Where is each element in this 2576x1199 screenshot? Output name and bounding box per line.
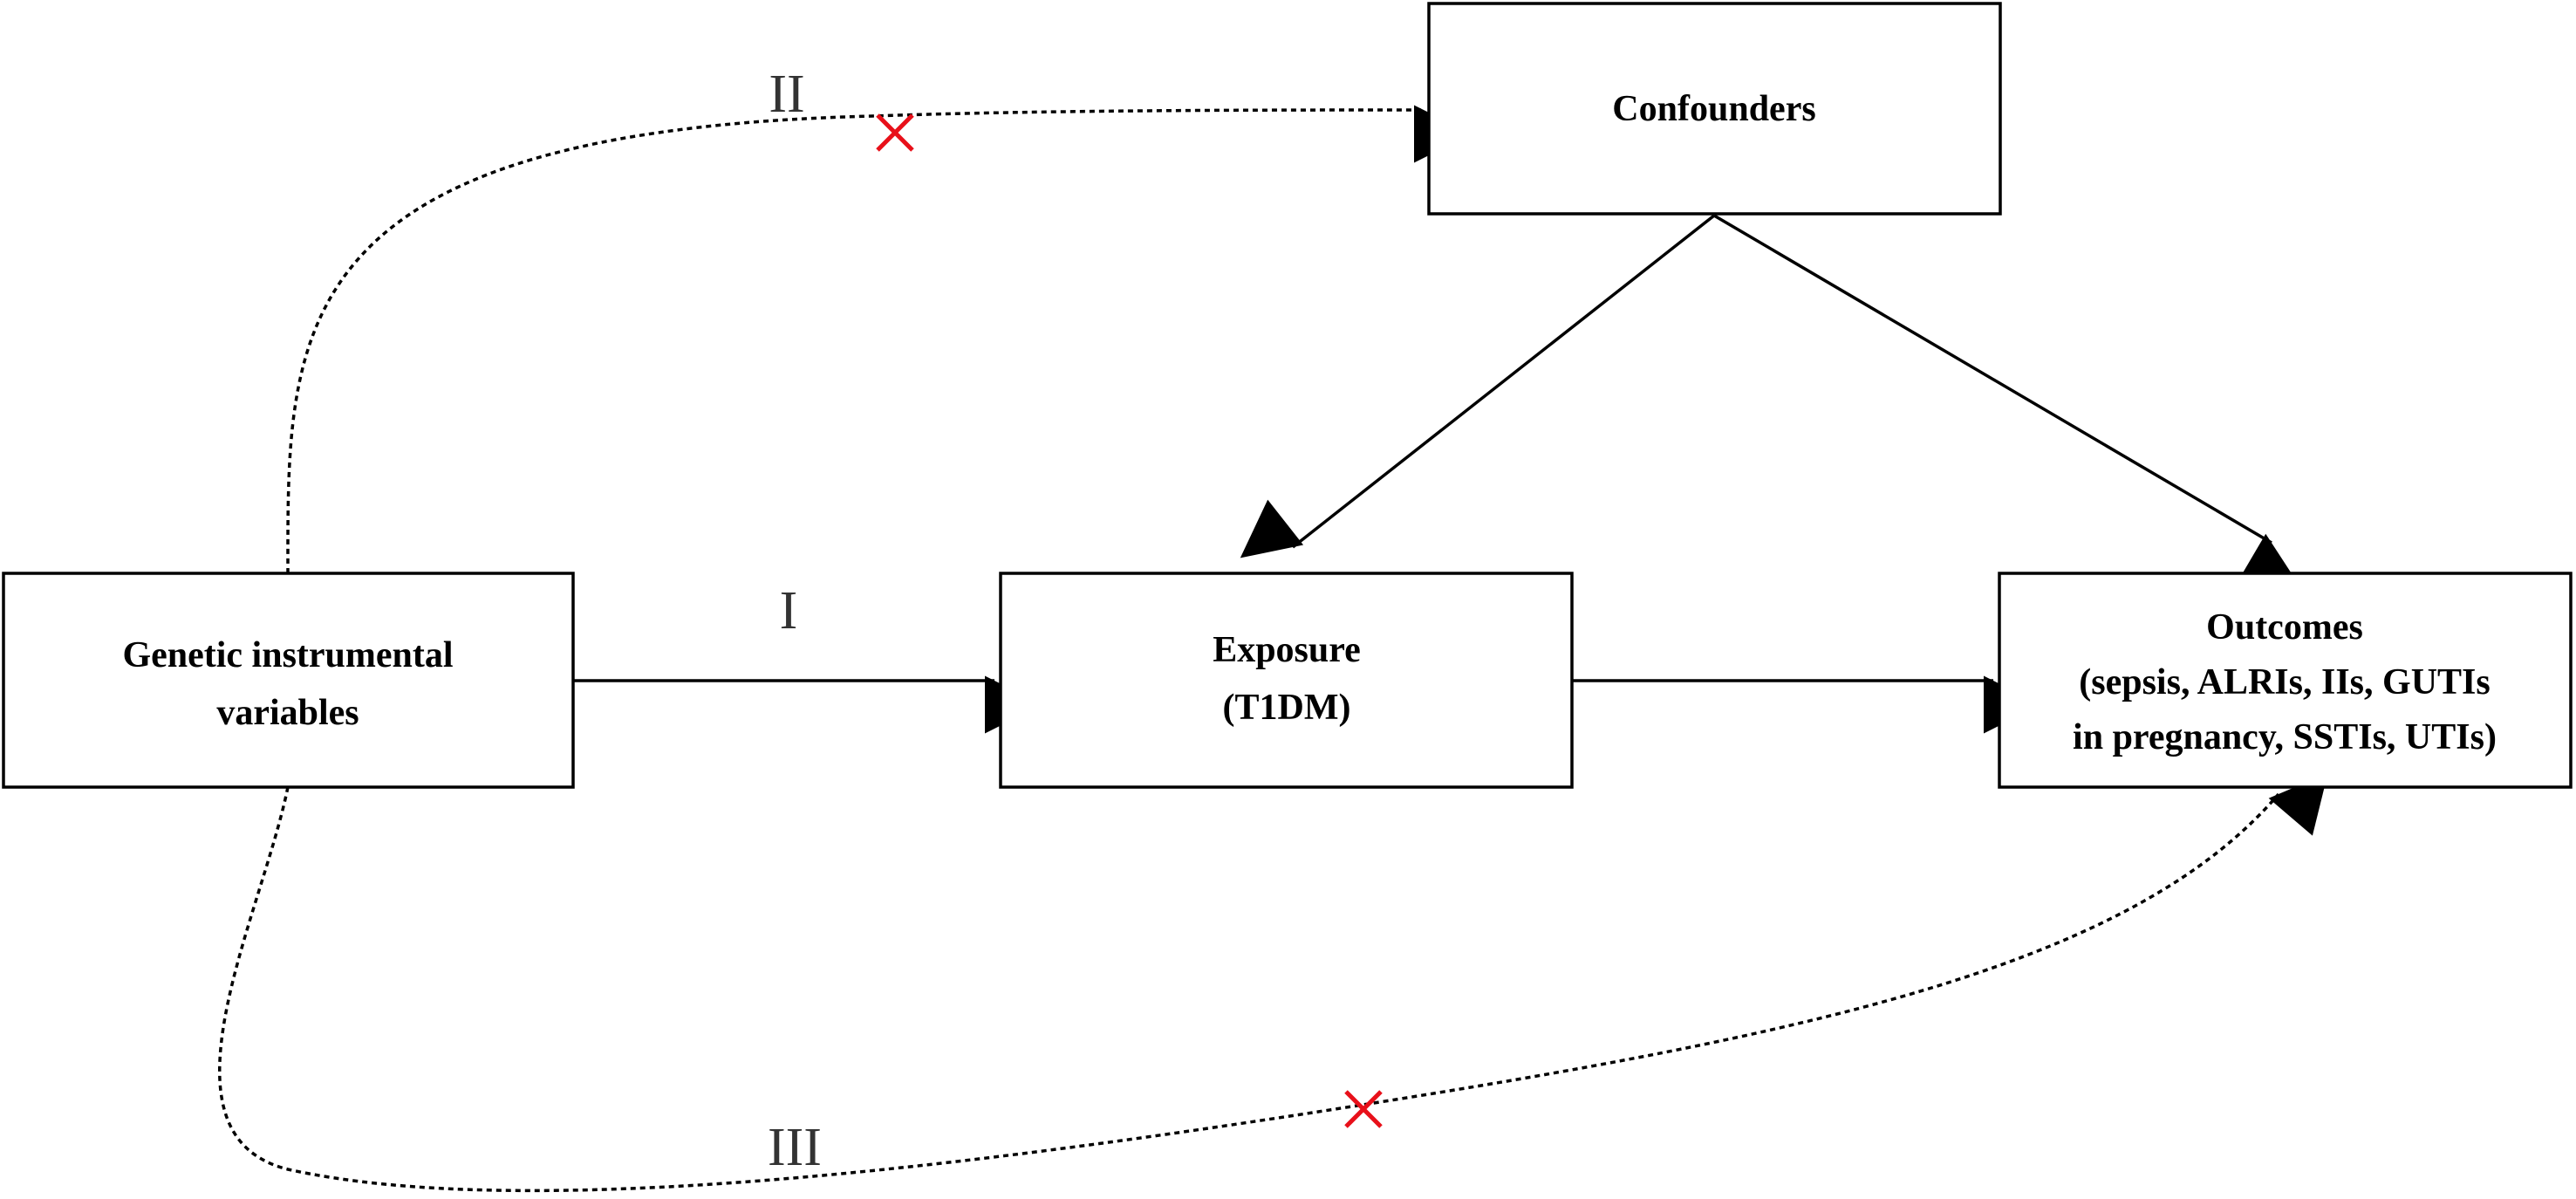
path-label-iii: III [768, 1118, 822, 1177]
blocked-x-icon-ii [876, 113, 914, 152]
node-outcomes-line1: Outcomes [2206, 607, 2363, 647]
edge-instrument-outcomes-dashed [218, 773, 2328, 1193]
node-confounders: Confounders [1427, 2, 2002, 216]
blocked-x-icon-iii [1344, 1090, 1383, 1128]
edge-instrument-confounders-dashed [286, 105, 1472, 574]
node-instrument-line2: variables [216, 693, 359, 733]
path-label-i: I [780, 581, 798, 641]
edge-confounders-outcomes [1713, 214, 2301, 588]
edge-confounders-exposure [1240, 214, 1716, 558]
node-outcomes-line3: in pregnancy, SSTIs, UTIs) [2073, 717, 2497, 757]
node-confounders-label: Confounders [1612, 89, 1815, 129]
node-exposure-line2: (T1DM) [1223, 688, 1351, 728]
node-instrument-line1: Genetic instrumental [122, 635, 453, 675]
path-label-ii: II [769, 65, 804, 124]
node-outcomes-line2: (sepsis, ALRIs, IIs, GUTIs [2079, 662, 2490, 702]
node-exposure-line1: Exposure [1213, 630, 1361, 670]
node-exposure: Exposure (T1DM) [999, 572, 1574, 789]
node-instrument: Genetic instrumental variables [2, 572, 575, 789]
node-outcomes: Outcomes (sepsis, ALRIs, IIs, GUTIs in p… [1998, 572, 2573, 789]
